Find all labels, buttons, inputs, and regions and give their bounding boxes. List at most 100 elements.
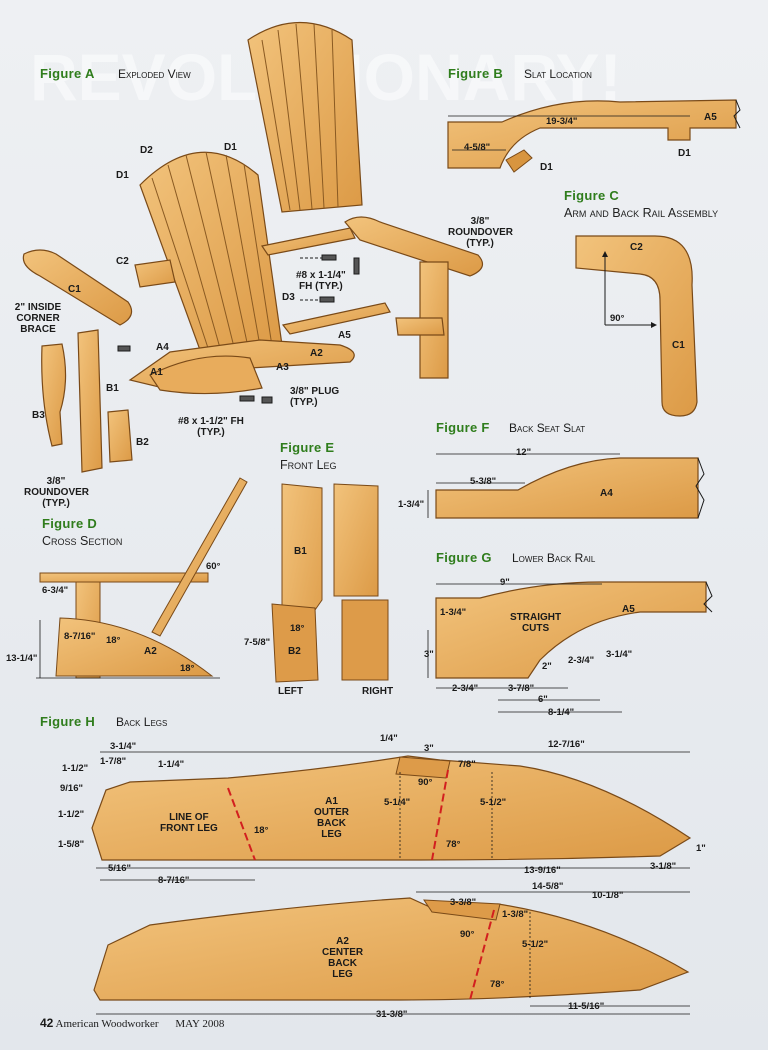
part-label-c1: C1	[68, 284, 81, 295]
fig-h-dim-3-3-8: 3-3/8"	[450, 897, 477, 908]
fig-h-angle-90a: 90°	[418, 777, 433, 788]
fig-e-label-right: RIGHT	[362, 686, 394, 697]
corner-brace-label: 2" INSIDE CORNER BRACE	[14, 302, 62, 335]
roundover-label-1: 3/8" ROUNDOVER (TYP.)	[448, 216, 514, 249]
fig-g-dim-2: 2"	[542, 661, 552, 672]
figure-b-slat-location	[447, 99, 741, 173]
figure-e-title: Figure E	[280, 440, 335, 455]
part-label-d2: D2	[140, 145, 153, 156]
issue-date: MAY 2008	[175, 1018, 225, 1030]
part-label-b1: B1	[106, 383, 119, 394]
fig-h-dim-5-16: 5/16"	[108, 863, 131, 874]
figure-g-subtitle: Lower Back Rail	[512, 551, 596, 565]
fig-g-dim-3-1-4: 3-1/4"	[606, 649, 633, 660]
fig-e-label-b2: B2	[288, 646, 301, 657]
fig-g-dim-2-3-4: 2-3/4"	[568, 655, 595, 666]
roundover-label-2: 3/8" ROUNDOVER (TYP.)	[24, 476, 90, 509]
fig-b-label-a5: A5	[704, 112, 717, 123]
fig-h-angle-78b: 78°	[490, 979, 505, 990]
fig-h-dim-1-7-8: 1-7/8"	[100, 756, 127, 767]
figure-h-title: Figure H	[40, 714, 96, 729]
part-label-a3: A3	[276, 362, 289, 373]
fig-h-dim-31-3-8: 31-3/8"	[376, 1009, 408, 1020]
fig-h-dim-3: 3"	[424, 743, 434, 754]
figure-h-subtitle: Back Legs	[116, 715, 168, 729]
fig-h-dim-14-5-8: 14-5/8"	[532, 881, 564, 892]
fig-b-label-d1-right: D1	[678, 148, 691, 159]
fig-h-label-a2: A2 CENTER BACK LEG	[322, 936, 364, 980]
fig-d-dim-leg: 8-7/16"	[64, 631, 96, 642]
fig-h-angle-18: 18°	[254, 825, 269, 836]
fig-h-dim-10-1-8: 10-1/8"	[592, 890, 624, 901]
fig-h-dim-8-7-16: 8-7/16"	[158, 875, 190, 886]
fig-h-dim-3-1-4: 3-1/4"	[110, 741, 137, 752]
fig-f-dim-length: 12"	[516, 447, 532, 458]
part-label-a4: A4	[156, 342, 169, 353]
footer: 42 American Woodworker MAY 2008	[40, 1016, 224, 1030]
fig-g-dim-top: 9"	[500, 577, 510, 588]
fig-g-dim-b3: 6"	[538, 694, 548, 705]
fig-h-dim-1-3-8: 1-3/8"	[502, 909, 529, 920]
plug-label: 3/8" PLUG (TYP.)	[290, 386, 340, 408]
fig-f-dim-offset: 5-3/8"	[470, 476, 497, 487]
fig-g-dim-h2: 3"	[424, 649, 434, 660]
fig-h-dim-1-4: 1/4"	[380, 733, 398, 744]
part-label-c2: C2	[116, 256, 129, 267]
magazine-name: American Woodworker	[55, 1018, 159, 1030]
screw-label-2: #8 x 1-1/2" FH (TYP.)	[178, 416, 244, 438]
fig-h-dim-1-1-2-top: 1-1/2"	[62, 763, 89, 774]
fig-c-label-c2: C2	[630, 242, 643, 253]
figure-g-lower-back-rail	[427, 581, 713, 713]
part-label-a5: A5	[338, 330, 351, 341]
figure-c-arm-back-rail	[575, 235, 698, 417]
fig-b-dim-length: 19-3/4"	[546, 116, 578, 127]
part-label-a2: A2	[310, 348, 323, 359]
figure-h-back-legs	[91, 751, 692, 1015]
fig-f-dim-height: 1-3/4"	[398, 499, 425, 510]
figure-f-subtitle: Back Seat Slat	[509, 421, 586, 435]
fig-g-dim-b4: 8-1/4"	[548, 707, 575, 718]
fig-g-dim-b2: 3-7/8"	[508, 683, 535, 694]
screw-label-1: #8 x 1-1/4" FH (TYP.)	[296, 270, 346, 292]
fig-c-label-c1: C1	[672, 340, 685, 351]
fig-b-dim-offset: 4-5/8"	[464, 142, 491, 153]
fig-h-dim-1-5-8: 1-5/8"	[58, 839, 85, 850]
fig-h-label-a1: A1 OUTER BACK LEG	[314, 796, 349, 840]
figure-c-subtitle: Arm and Back Rail Assembly	[564, 206, 719, 220]
fig-h-dim-12-7-16: 12-7/16"	[548, 739, 585, 750]
fig-e-label-left: LEFT	[278, 686, 303, 697]
fig-g-label-a5: A5	[622, 604, 635, 615]
fig-d-angle-60: 60°	[206, 561, 221, 572]
part-label-d1-rear: D1	[224, 142, 237, 153]
part-label-d1-front: D1	[116, 170, 129, 181]
figure-a-exploded-view	[22, 22, 484, 473]
page-number: 42	[40, 1016, 54, 1030]
fig-h-dim-3-1-8: 3-1/8"	[650, 861, 677, 872]
fig-d-dim-height: 13-1/4"	[6, 653, 38, 664]
figure-f-back-seat-slat	[427, 453, 705, 519]
figure-b-subtitle: Slat Location	[524, 67, 592, 81]
figure-a-subtitle: Exploded View	[118, 67, 191, 81]
fig-h-front-leg-line: LINE OF FRONT LEG	[160, 812, 218, 834]
fig-d-label-a2: A2	[144, 646, 157, 657]
figure-d-title: Figure D	[42, 516, 98, 531]
fig-h-dim-11-5-16: 11-5/16"	[568, 1001, 605, 1012]
part-label-b2: B2	[136, 437, 149, 448]
fig-h-dim-5-1-2-a: 5-1/2"	[480, 797, 507, 808]
fig-d-angle-18b: 18°	[180, 663, 195, 674]
fig-f-label-a4: A4	[600, 488, 613, 499]
fig-h-angle-78a: 78°	[446, 839, 461, 850]
fig-d-angle-18a: 18°	[106, 635, 121, 646]
figure-d-subtitle: Cross Section	[42, 534, 123, 548]
fig-h-dim-5-1-2-b: 5-1/2"	[522, 939, 549, 950]
fig-g-dim-b1: 2-3/4"	[452, 683, 479, 694]
fig-g-dim-h1: 1-3/4"	[440, 607, 467, 618]
fig-h-angle-90b: 90°	[460, 929, 475, 940]
figure-e-front-leg	[271, 483, 389, 683]
fig-h-dim-1-1-4: 1-1/4"	[158, 759, 185, 770]
figure-g-title: Figure G	[436, 550, 492, 565]
fig-h-dim-9-16: 9/16"	[60, 783, 83, 794]
fig-h-dim-1: 1"	[696, 843, 706, 854]
part-label-d3: D3	[282, 292, 295, 303]
